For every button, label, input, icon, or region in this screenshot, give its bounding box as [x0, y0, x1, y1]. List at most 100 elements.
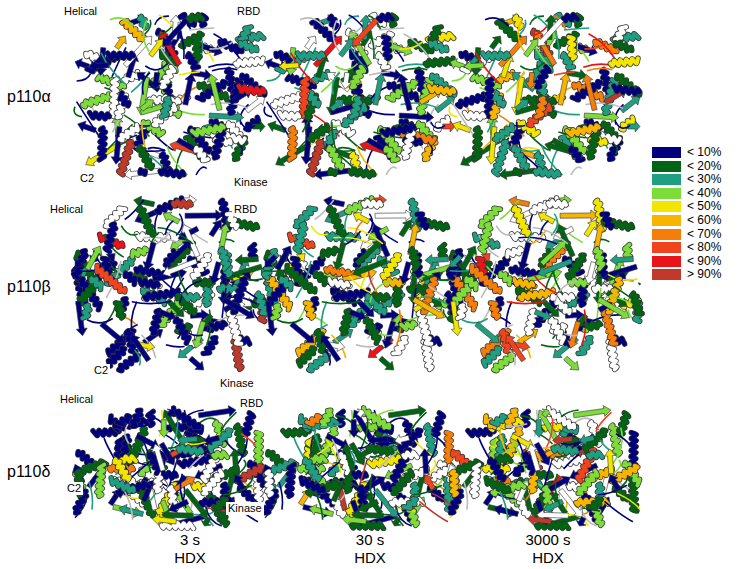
helix-outline [140, 170, 145, 174]
beta-strand [124, 168, 160, 180]
helix-outline [486, 478, 509, 492]
helix-outline [559, 295, 573, 300]
helix-outline [514, 207, 529, 234]
helix-outline [244, 413, 254, 435]
loop [180, 474, 186, 508]
helix [184, 295, 198, 300]
legend-swatch [652, 269, 681, 280]
helix [365, 319, 379, 343]
domain-label: Helical [58, 393, 95, 406]
helix-outline [631, 433, 637, 467]
helix-outline [350, 169, 374, 177]
helix [429, 86, 454, 94]
helix [472, 266, 500, 292]
loop [311, 226, 327, 235]
helix [120, 93, 129, 106]
legend-text: < 20% [687, 160, 721, 173]
helix-outline [567, 255, 584, 280]
helix-outline [298, 53, 324, 58]
helix [119, 355, 138, 371]
helix-outline [78, 452, 92, 464]
domain-label: Kinase [226, 502, 264, 515]
time-label: HDX [352, 549, 388, 566]
loop [279, 482, 282, 510]
loop [104, 438, 115, 460]
helix [480, 224, 491, 252]
loop [554, 72, 575, 75]
helix-outline [610, 58, 638, 66]
helix-outline [310, 125, 328, 140]
loop [496, 226, 512, 235]
helix [322, 248, 337, 256]
helix-outline [310, 93, 319, 106]
legend-text: < 80% [687, 241, 721, 254]
helix [161, 98, 170, 117]
helix [175, 319, 189, 343]
loop [540, 221, 548, 235]
helix [194, 37, 201, 59]
domain-label: C2 [92, 364, 110, 377]
helix-outline [91, 278, 101, 289]
helix-outline [330, 170, 335, 174]
loop [332, 73, 340, 95]
loop [369, 72, 390, 75]
beta-strand [163, 259, 198, 277]
loop [277, 318, 303, 322]
helix [132, 410, 141, 426]
helix [535, 169, 559, 177]
legend-text: < 40% [687, 187, 721, 200]
beta-strand [564, 356, 579, 370]
beta-strand [525, 72, 536, 89]
beta-strand [342, 514, 366, 525]
beta-strand [558, 74, 571, 106]
helix [240, 42, 256, 51]
helix-outline [178, 446, 202, 454]
beta-strand [420, 449, 431, 474]
loop [639, 283, 640, 285]
beta-strand [183, 74, 196, 106]
helix [280, 113, 300, 119]
legend-entry: < 80% [652, 241, 721, 254]
beta-strand [301, 127, 312, 165]
beta-strand [159, 310, 176, 321]
beta-strand [499, 168, 535, 180]
helix [111, 478, 134, 492]
helix-outline [240, 42, 256, 51]
helix-outline [569, 37, 576, 59]
loop [510, 350, 516, 366]
loop [370, 30, 374, 59]
helix [266, 471, 271, 495]
beta-strand [620, 97, 640, 113]
helix [351, 67, 364, 87]
helix [586, 322, 600, 329]
loop [452, 73, 466, 81]
helix-outline [480, 224, 491, 252]
helix-outline [117, 416, 130, 425]
loop [500, 424, 504, 444]
helix [401, 322, 415, 329]
loop [132, 301, 171, 303]
helix-outline [474, 128, 480, 160]
helix [513, 147, 527, 168]
loop [564, 455, 579, 469]
beta-strand [209, 262, 221, 284]
loop [517, 439, 524, 460]
helix [310, 125, 328, 140]
loop [335, 20, 341, 35]
beta-strand [100, 322, 124, 343]
loop [370, 281, 392, 303]
loop [145, 20, 151, 35]
helix-outline [125, 273, 135, 284]
domain-label: RBD [232, 203, 259, 216]
helix [97, 266, 125, 292]
beta-strand [205, 434, 220, 445]
legend-swatch [652, 201, 681, 212]
loop [464, 482, 467, 510]
loop [87, 318, 113, 322]
helix [368, 446, 392, 454]
helix [425, 58, 453, 66]
helix-outline [530, 474, 536, 492]
beta-strand [339, 39, 354, 57]
beta-strand [330, 99, 344, 111]
